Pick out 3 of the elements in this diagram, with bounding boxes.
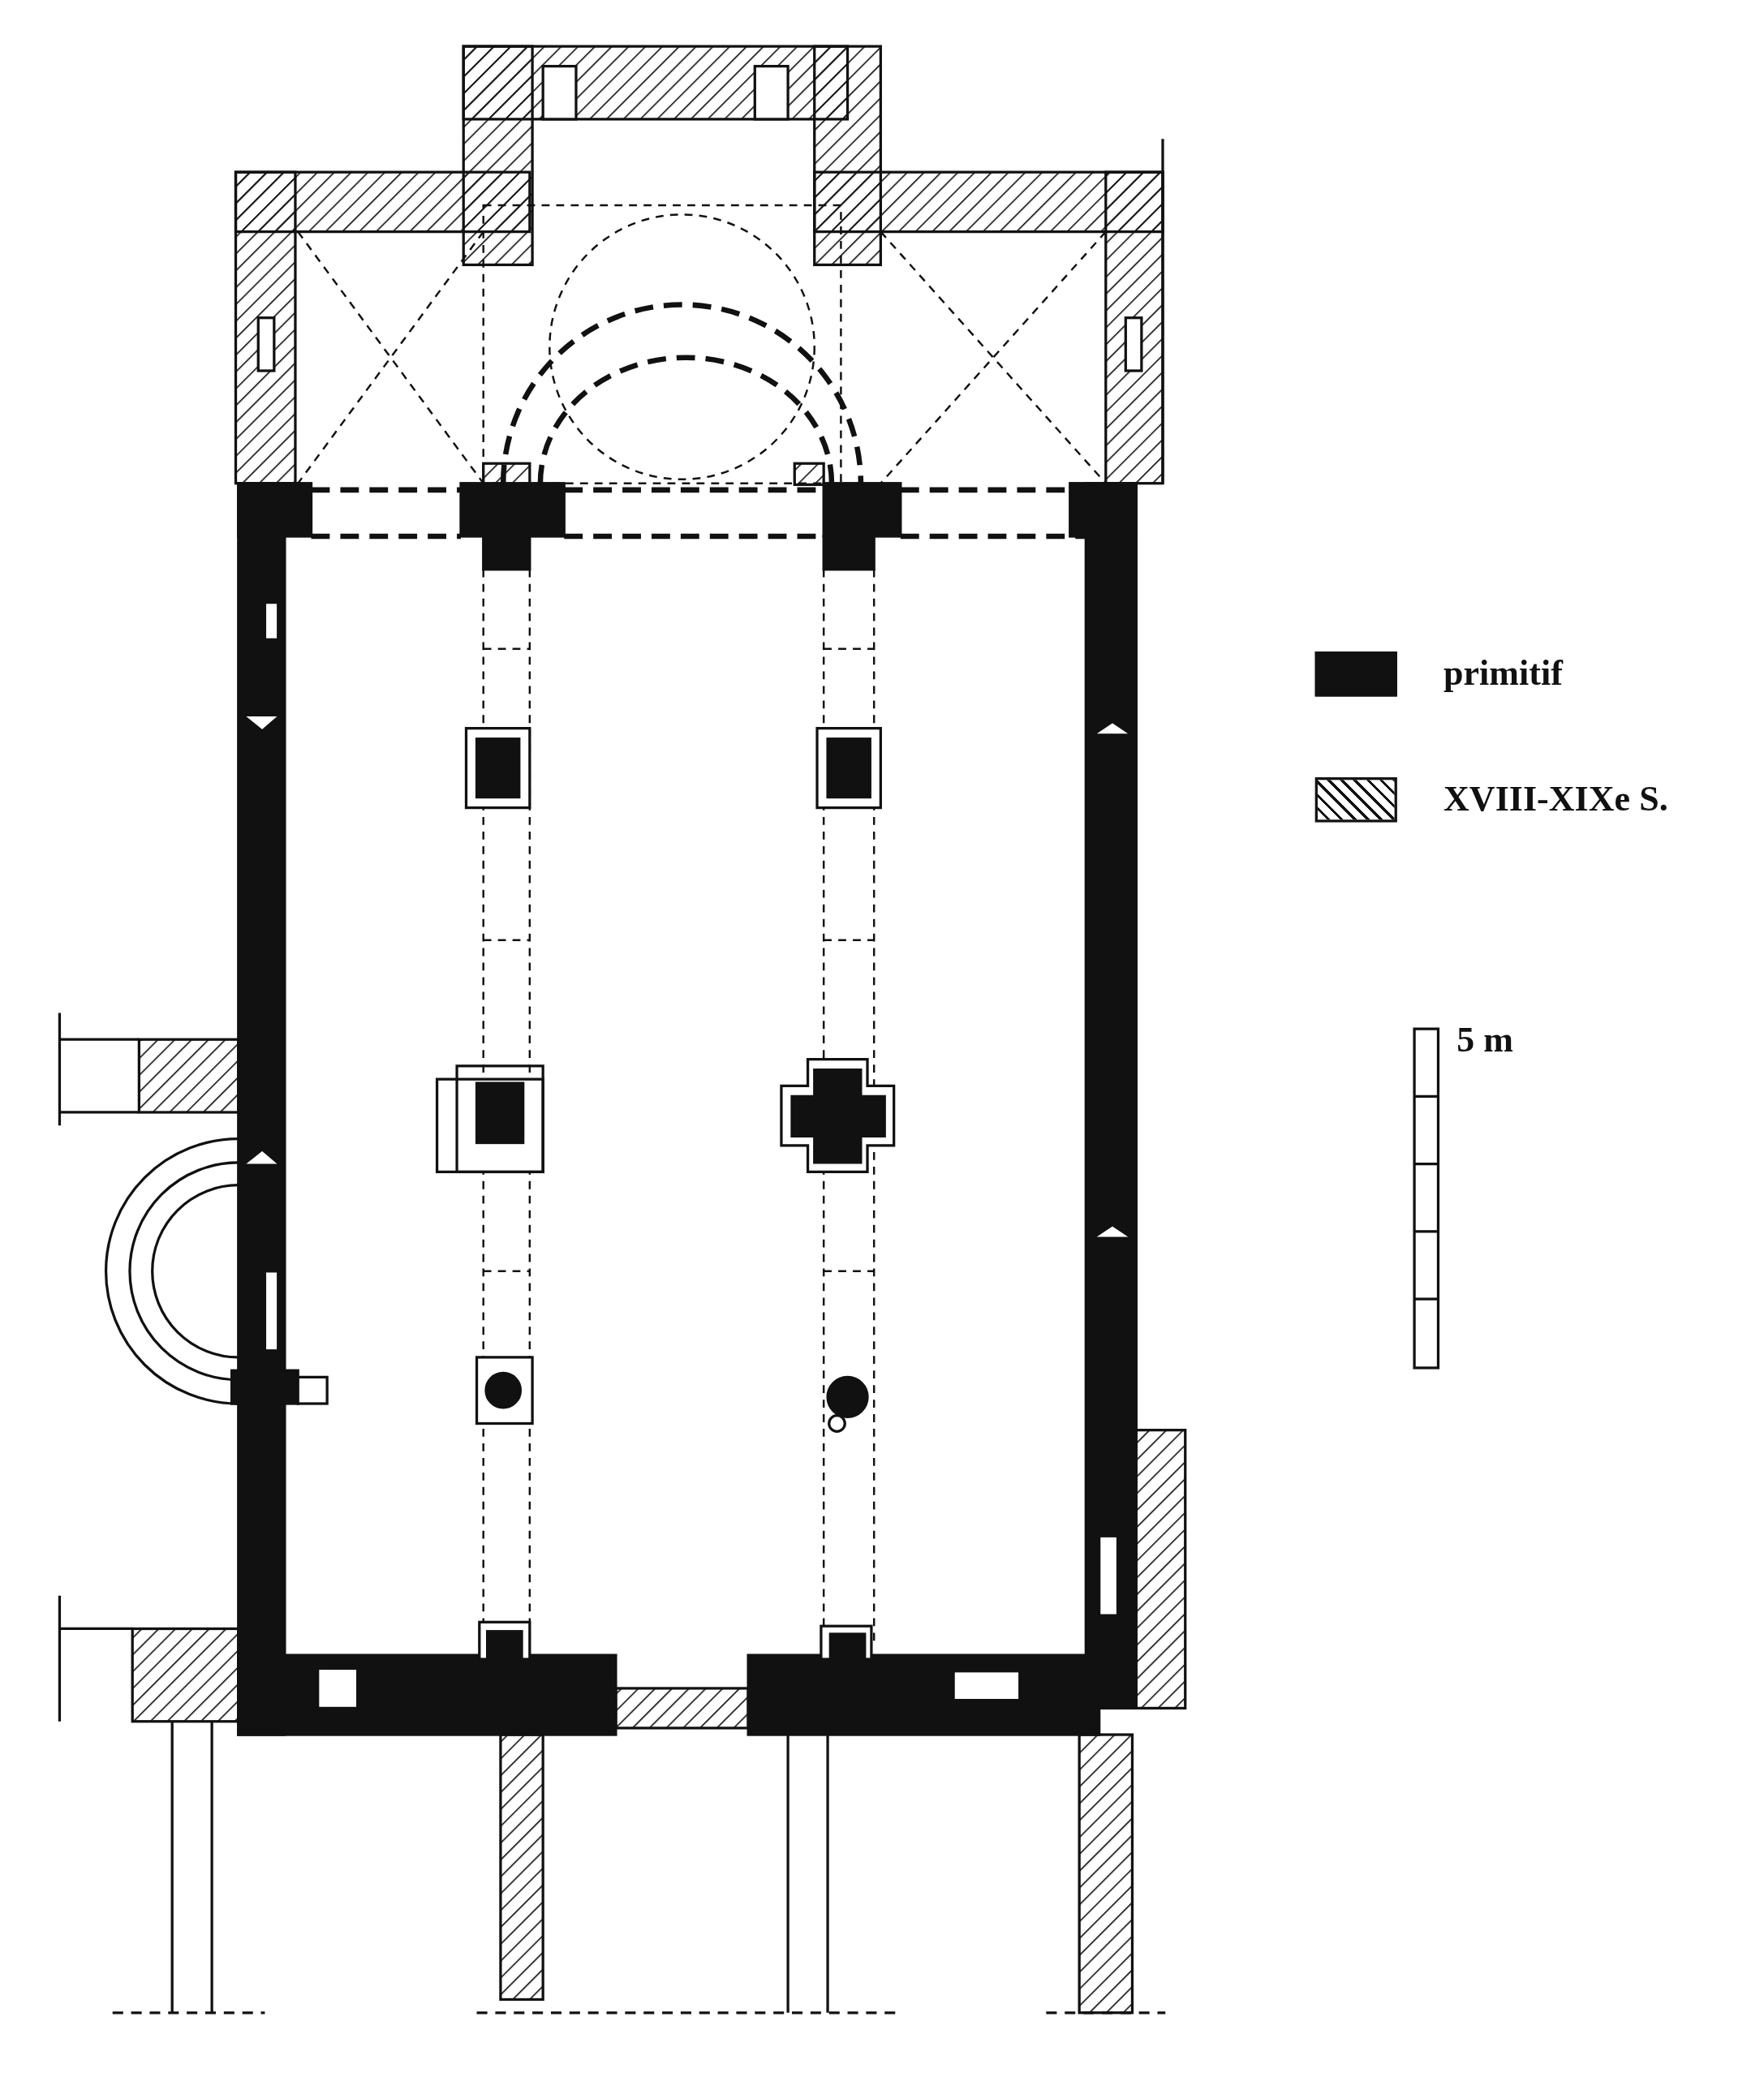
scale-label: 5 m [1456, 1019, 1514, 1061]
legend-label: primitif [1443, 652, 1563, 694]
legend-label: XVIII-XIXe S. [1443, 778, 1668, 820]
